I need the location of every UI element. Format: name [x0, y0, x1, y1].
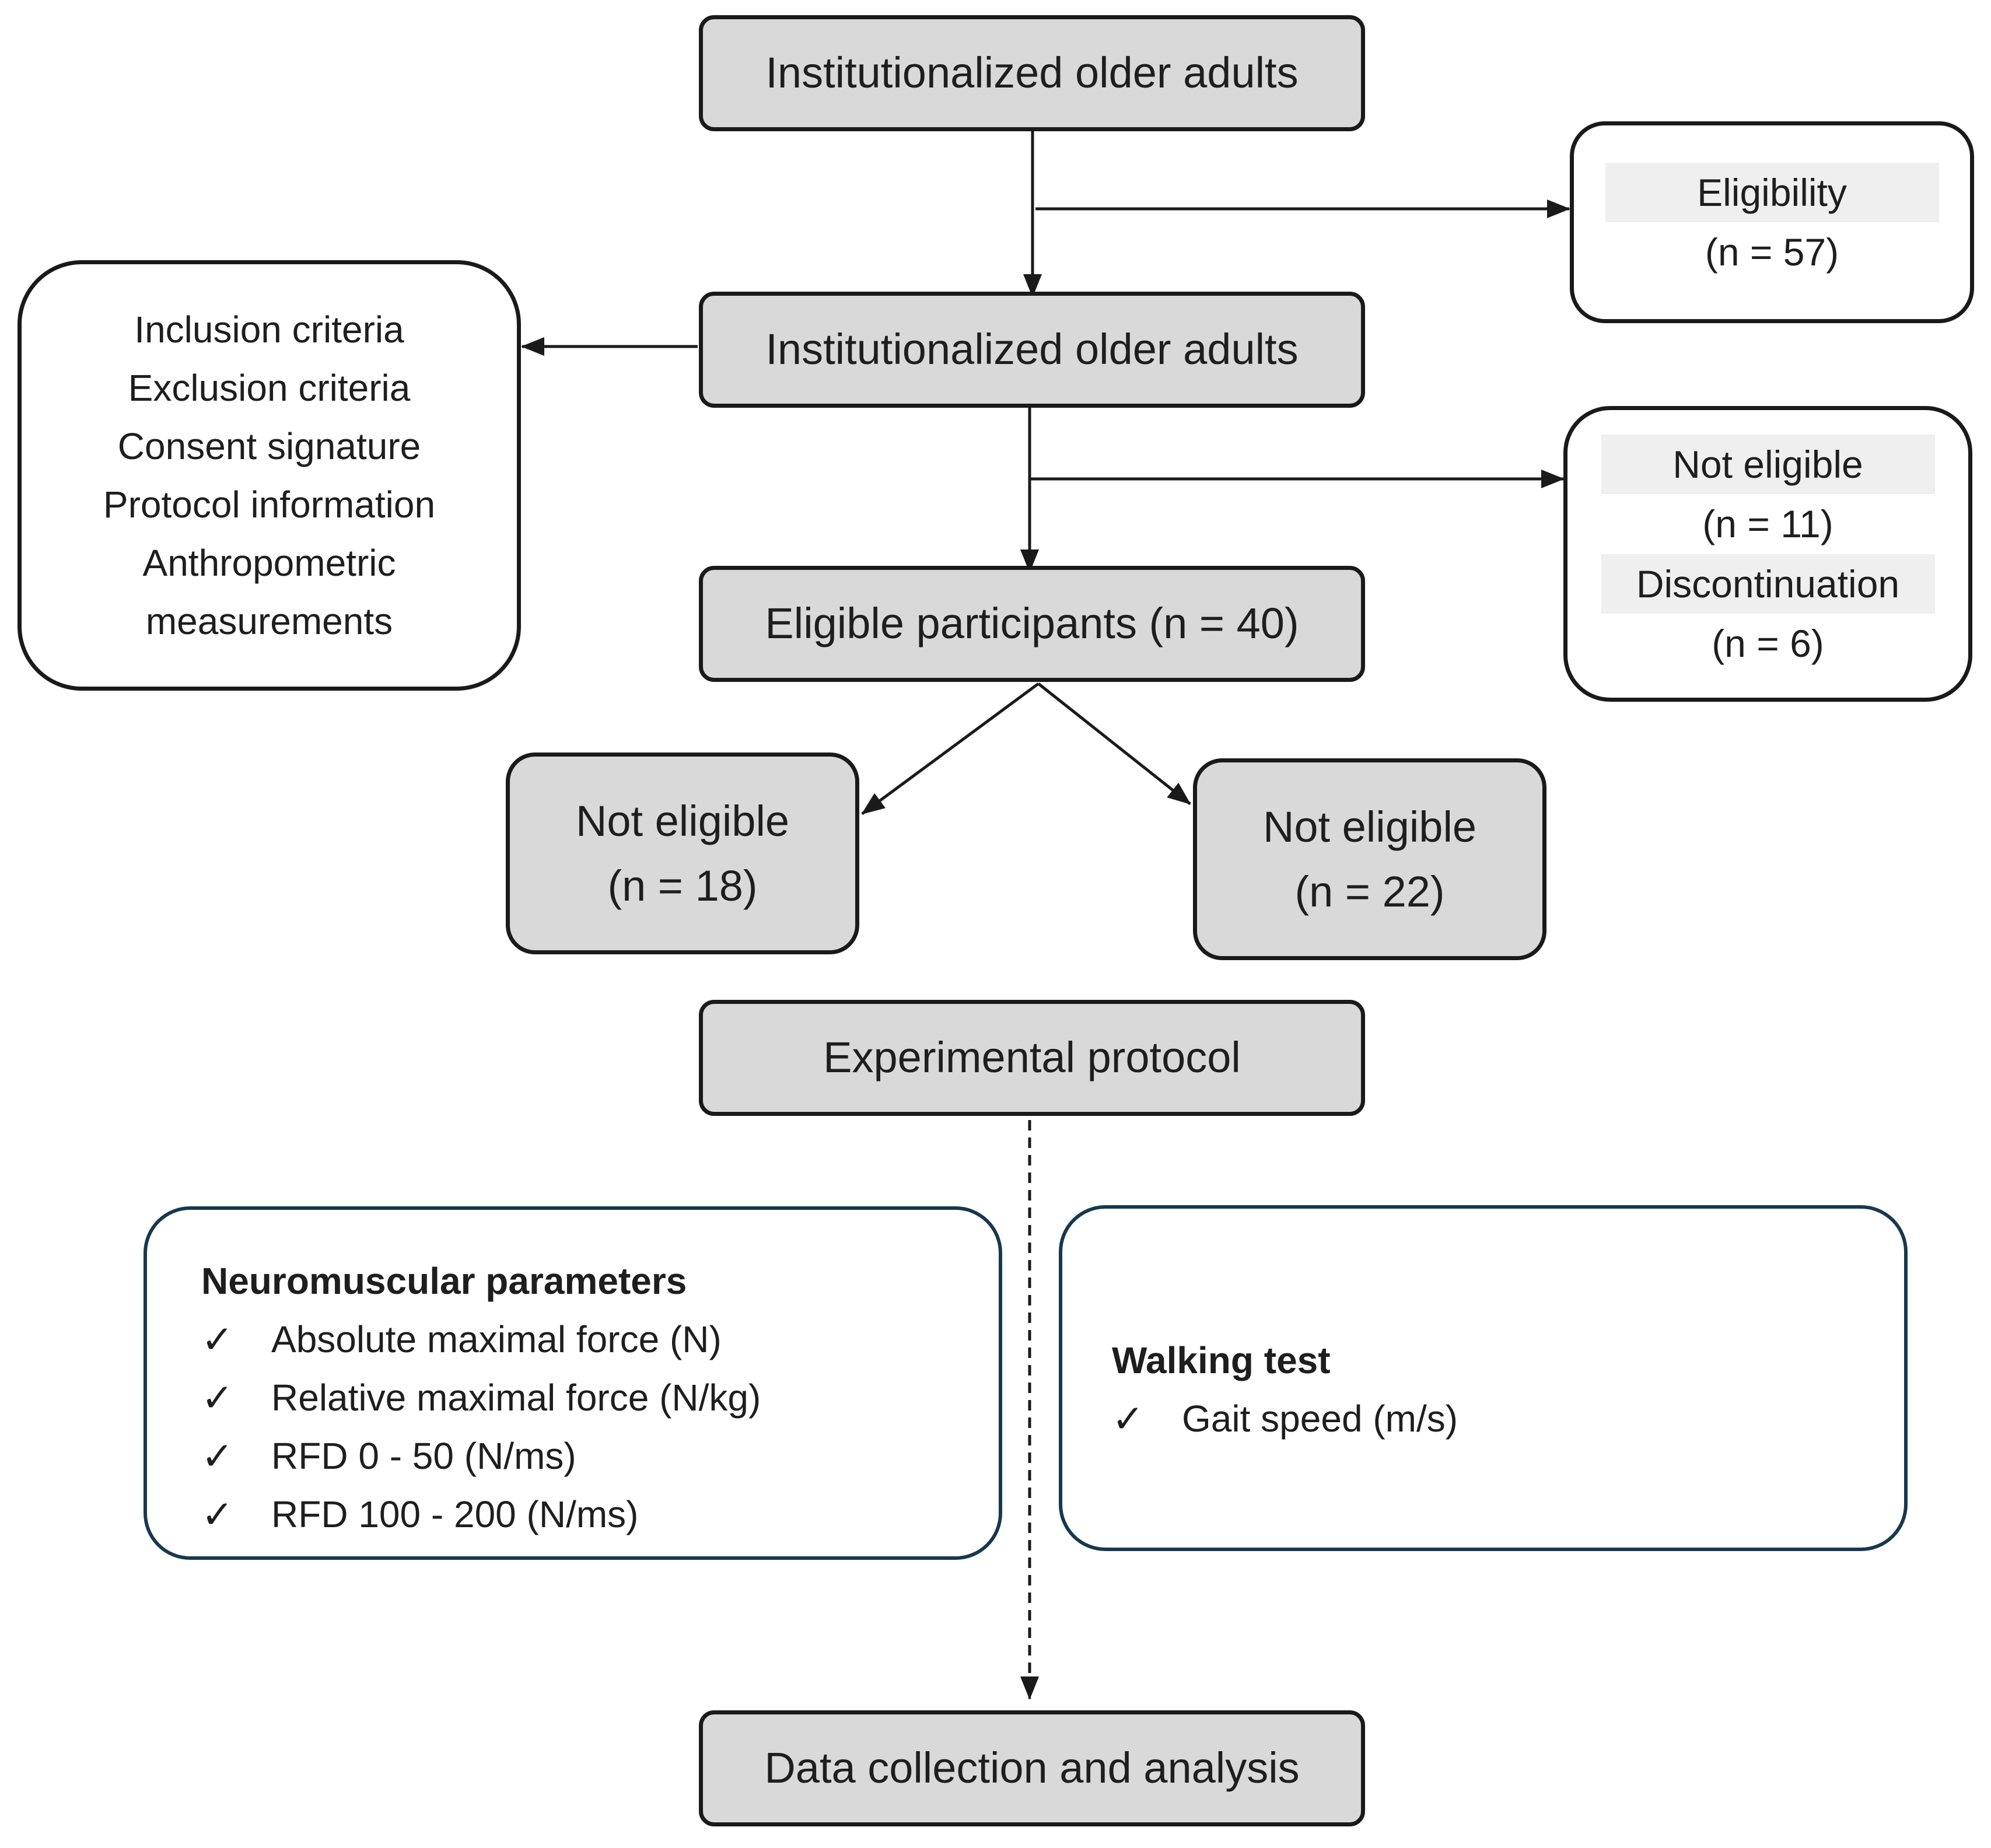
walking-title: Walking test: [1112, 1339, 1331, 1381]
screening-item: Exclusion criteria: [128, 367, 411, 409]
group-right-count: (n = 22): [1294, 867, 1445, 916]
neuromuscular-item: ✓ RFD 0 - 50 (N/ms): [201, 1427, 576, 1485]
check-icon: ✓: [201, 1434, 234, 1478]
box-walking-test: Walking test ✓ Gait speed (m/s): [1059, 1205, 1908, 1551]
neuromuscular-item: ✓ RFD 100 - 200 (N/ms): [201, 1485, 638, 1544]
discontinuation-count: (n = 6): [1712, 621, 1824, 665]
box-group-right: Not eligible (n = 22): [1193, 758, 1546, 960]
box-not-eligible-discontinuation: Not eligible (n = 11) Discontinuation (n…: [1563, 406, 1972, 702]
item-text: Gait speed (m/s): [1182, 1398, 1458, 1440]
walking-item: ✓ Gait speed (m/s): [1112, 1390, 1458, 1448]
screening-item: Consent signature: [117, 425, 421, 467]
check-icon: ✓: [201, 1318, 234, 1361]
arrow-to-group-left: [861, 682, 1040, 816]
box-screening-criteria: Inclusion criteria Exclusion criteria Co…: [18, 260, 521, 691]
eligibility-label: Eligibility: [1605, 162, 1939, 222]
box-label: Eligible participants (n = 40): [765, 599, 1299, 648]
box-eligibility: Eligibility (n = 57): [1570, 121, 1974, 323]
item-text: RFD 0 - 50 (N/ms): [271, 1435, 576, 1477]
box-label: Institutionalized older adults: [765, 325, 1299, 374]
check-icon: ✓: [201, 1493, 234, 1536]
box-institutionalized-top: Institutionalized older adults: [699, 15, 1365, 131]
box-eligible-participants: Eligible participants (n = 40): [699, 566, 1365, 682]
neuromuscular-item: ✓ Relative maximal force (N/kg): [201, 1368, 761, 1427]
group-left-count: (n = 18): [607, 862, 758, 910]
screening-item: measurements: [145, 600, 393, 642]
check-icon: ✓: [201, 1376, 234, 1419]
flow-arrows: [521, 131, 1570, 1700]
box-label: Experimental protocol: [823, 1033, 1241, 1082]
item-text: RFD 100 - 200 (N/ms): [271, 1493, 639, 1535]
group-right-label: Not eligible: [1262, 803, 1477, 851]
box-label: Data collection and analysis: [764, 1744, 1300, 1793]
not-eligible-count: (n = 11): [1702, 502, 1833, 546]
screening-item: Anthropometric: [142, 542, 396, 584]
box-label: Institutionalized older adults: [765, 48, 1299, 97]
arrow-to-group-right: [1037, 682, 1191, 805]
box-neuromuscular-parameters: Neuromuscular parameters ✓ Absolute maxim…: [144, 1206, 1002, 1560]
screening-item: Protocol information: [103, 484, 436, 526]
box-experimental-protocol: Experimental protocol: [699, 1000, 1365, 1116]
group-left-label: Not eligible: [575, 797, 790, 845]
item-text: Absolute maximal force (N): [271, 1318, 722, 1360]
box-data-collection: Data collection and analysis: [699, 1710, 1365, 1826]
not-eligible-label: Not eligible: [1601, 434, 1935, 495]
neuromuscular-item: ✓ Absolute maximal force (N): [201, 1310, 722, 1368]
box-group-left: Not eligible (n = 18): [506, 752, 859, 954]
check-icon: ✓: [1112, 1397, 1145, 1440]
screening-item: Inclusion criteria: [134, 309, 404, 351]
neuromuscular-title: Neuromuscular parameters: [201, 1260, 687, 1302]
item-text: Relative maximal force (N/kg): [271, 1377, 761, 1419]
discontinuation-label: Discontinuation: [1601, 554, 1935, 614]
box-institutionalized-second: Institutionalized older adults: [699, 292, 1365, 408]
eligibility-count: (n = 57): [1705, 230, 1839, 274]
